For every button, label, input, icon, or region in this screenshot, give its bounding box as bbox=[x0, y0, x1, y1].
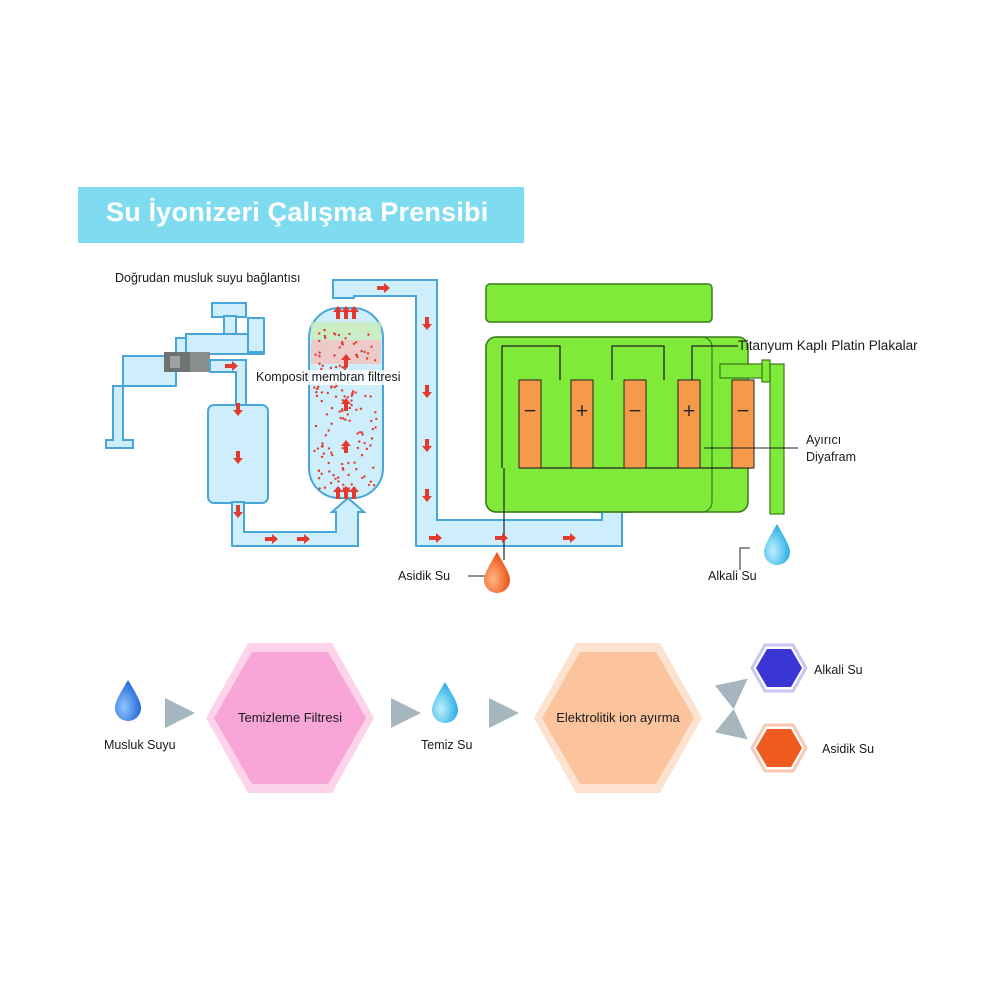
flow-arrow bbox=[495, 533, 508, 543]
flow-arrow bbox=[341, 354, 351, 367]
page-title: Su İyonizeri Çalışma Prensibi bbox=[106, 197, 489, 227]
title-banner: Su İyonizeri Çalışma Prensibi bbox=[78, 187, 524, 243]
clean-water-label: Temiz Su bbox=[421, 738, 473, 752]
alkaline-output-label: Alkali Su bbox=[814, 663, 863, 677]
arrow-5 bbox=[714, 708, 748, 740]
flow-arrow bbox=[297, 534, 310, 544]
composite-filter-label: Komposit membran filtresi bbox=[256, 370, 401, 385]
flow-arrow bbox=[341, 486, 351, 499]
flow-arrow bbox=[422, 317, 432, 330]
flow-arrow bbox=[377, 283, 390, 293]
electrode-sign: + bbox=[682, 401, 696, 421]
flow-arrow bbox=[233, 451, 243, 464]
clean-water-drop-icon bbox=[432, 682, 458, 723]
alkaline-outlet-pipe bbox=[769, 363, 785, 515]
titanium-plates-label: Titanyum Kaplı Platin Plakalar bbox=[738, 338, 918, 353]
flow-arrow bbox=[333, 306, 343, 319]
alkaline-water-label: Alkali Su bbox=[708, 569, 757, 583]
filter-step-label: Temizleme Filtresi bbox=[237, 710, 342, 725]
faucet bbox=[105, 302, 265, 449]
tap-water-label: Musluk Suyu bbox=[104, 738, 176, 752]
tap-water-drop-icon bbox=[115, 680, 141, 721]
flow-arrow bbox=[225, 361, 238, 371]
acidic-output-label: Asidik Su bbox=[822, 742, 875, 756]
flow-arrow bbox=[341, 398, 351, 411]
electrode-plate bbox=[623, 379, 647, 469]
connector-valve bbox=[164, 352, 210, 372]
tap-connection-label: Doğrudan musluk suyu bağlantısı bbox=[115, 271, 301, 285]
flow-arrow bbox=[429, 533, 442, 543]
flow-arrow bbox=[422, 385, 432, 398]
alkaline-drop-icon bbox=[764, 524, 790, 565]
flow-arrow bbox=[341, 306, 351, 319]
flow-arrow bbox=[341, 440, 351, 453]
flow-arrow bbox=[349, 306, 359, 319]
flow-arrow bbox=[422, 489, 432, 502]
electrode-group: − + − + − bbox=[518, 379, 755, 469]
electrode-plate bbox=[518, 379, 542, 469]
filter-hex bbox=[214, 652, 366, 784]
separator-label-line1: Ayırıcı bbox=[806, 433, 842, 447]
alkaline-hex bbox=[756, 649, 802, 687]
flow-arrow bbox=[349, 486, 359, 499]
electrode-plate bbox=[677, 379, 701, 469]
electrode-plate bbox=[570, 379, 594, 469]
pipe-to-membrane bbox=[231, 496, 367, 547]
electrode-sign: − bbox=[523, 401, 537, 421]
flow-arrow bbox=[265, 534, 278, 544]
electrolysis-step-label: Elektrolitik ion ayırma bbox=[556, 710, 680, 725]
electrode-sign: − bbox=[736, 401, 750, 421]
flow-arrow bbox=[563, 533, 576, 543]
flow-arrows bbox=[225, 283, 576, 544]
acidic-drop-icon bbox=[484, 552, 510, 593]
acidic-water-label: Asidik Su bbox=[398, 569, 451, 583]
process-arrows bbox=[165, 678, 748, 740]
electrode-plate bbox=[731, 379, 755, 469]
arrow-4 bbox=[714, 678, 748, 710]
leader-lines bbox=[468, 345, 798, 577]
ionizer-lid bbox=[485, 283, 713, 323]
faucet-cap bbox=[247, 317, 265, 353]
electrolysis-hex bbox=[542, 652, 694, 784]
electrode-sign: + bbox=[575, 401, 589, 421]
faucet-handle bbox=[211, 302, 247, 318]
separator-label-line2: Diyafram bbox=[806, 450, 857, 464]
flow-arrow bbox=[333, 486, 343, 499]
flow-arrow bbox=[233, 403, 243, 416]
electrode-sign: − bbox=[628, 401, 642, 421]
flow-arrow bbox=[422, 439, 432, 452]
flow-arrow bbox=[233, 505, 243, 518]
acidic-hex bbox=[756, 729, 802, 767]
